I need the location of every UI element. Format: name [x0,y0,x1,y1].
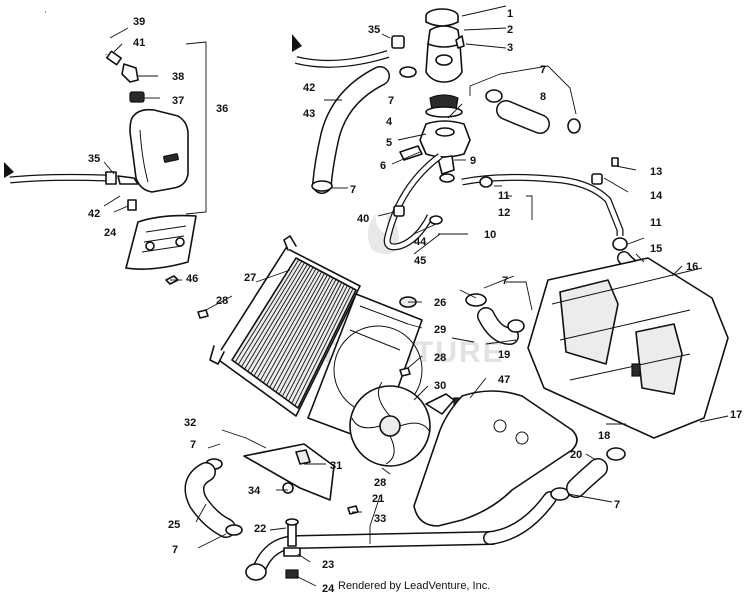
callout-16: 16 [686,261,698,273]
callout-5: 5 [386,137,392,149]
skid-plate-group [413,390,578,527]
callout-1: 1 [507,8,513,20]
callout-7-engine: 7 [502,275,508,287]
radiator-fin [234,259,300,363]
callout-12: 12 [498,207,510,219]
callout-29: 29 [434,324,446,336]
callout-24-bottom: 24 [322,583,335,595]
lower-hose-group [184,447,626,581]
callout-4: 4 [386,116,393,128]
radiator-fin [247,265,311,372]
callout-labels: 1 2 3 35 42 7 43 7 8 4 5 6 9 7 11 12 40 … [88,8,742,595]
callout-42-left: 42 [88,208,100,220]
callout-24-left: 24 [104,227,117,239]
callout-35-left: 35 [88,153,100,165]
callout-8: 8 [540,91,546,103]
callout-7-lower-right: 7 [614,499,620,511]
callout-3: 3 [507,42,513,54]
callout-9: 9 [470,155,476,167]
callout-44: 44 [414,236,427,248]
callout-30: 30 [434,380,446,392]
overflow-bottle-group [4,8,207,285]
radiator-fin [297,289,357,409]
callout-28-mid: 28 [434,352,446,364]
callout-17: 17 [730,409,742,421]
radiator-fin [294,288,354,406]
callout-32: 32 [184,417,196,429]
callout-36: 36 [216,103,228,115]
radiator-fin [285,283,345,400]
radiator-fin [269,276,331,388]
footer-credit: Rendered by LeadVenture, Inc. [338,580,491,592]
callout-35-top: 35 [368,24,380,36]
callout-38: 38 [172,71,184,83]
callout-21: 21 [372,493,384,505]
callout-31: 31 [330,460,342,472]
callout-45: 45 [414,255,426,267]
callout-46: 46 [186,273,198,285]
callout-13: 13 [650,166,662,178]
callout-11-right: 11 [650,217,662,229]
callout-47: 47 [498,374,510,386]
radiator-fin [278,280,340,395]
callout-7-tube: 7 [540,64,546,76]
callout-27: 27 [244,272,256,284]
radiator-fin [250,266,314,374]
callout-33: 33 [374,513,386,525]
callout-7-left: 7 [190,439,196,451]
radiator-assembly [197,235,465,515]
thermostat-housing-group [292,8,669,285]
radiator-fin [281,282,343,397]
radiator-fin [263,273,325,384]
callout-14: 14 [650,190,663,202]
callout-20: 20 [570,449,582,461]
radiator-fin [272,277,334,390]
callout-6: 6 [380,160,386,172]
radiator-fin [259,271,323,381]
radiator-fin [275,279,337,393]
callout-23: 23 [322,559,334,571]
radiator-fin [237,260,303,365]
callout-40: 40 [357,213,369,225]
callout-41: 41 [133,37,145,49]
radiator-fin [291,286,351,404]
callout-18: 18 [598,430,610,442]
callout-28-left: 28 [216,295,228,307]
callout-19: 19 [498,349,510,361]
radiator-fin [288,285,348,402]
radiator-fin [256,269,320,379]
callout-25: 25 [168,519,180,531]
callout-7-housing: 7 [388,95,394,107]
callout-7-bottom: 7 [172,544,178,556]
callout-43: 43 [303,108,315,120]
callout-10: 10 [484,229,496,241]
radiator-fin [253,268,317,377]
callout-37: 37 [172,95,184,107]
callout-28-fan: 28 [374,477,386,489]
callout-15: 15 [650,243,662,255]
radiator-fin [231,257,297,361]
callout-26: 26 [434,297,446,309]
radiator-fin [266,274,328,386]
engine-block [465,257,729,439]
callout-7-hose43: 7 [350,184,356,196]
callout-22: 22 [254,523,266,535]
callout-42-top: 42 [303,82,315,94]
callout-34: 34 [248,485,261,497]
radiator-fin [241,262,305,368]
callout-2: 2 [507,24,513,36]
leader-lines [103,5,683,587]
callout-39: 39 [133,16,145,28]
radiator-fin [244,263,308,370]
callout-11-top: 11 [498,190,510,202]
